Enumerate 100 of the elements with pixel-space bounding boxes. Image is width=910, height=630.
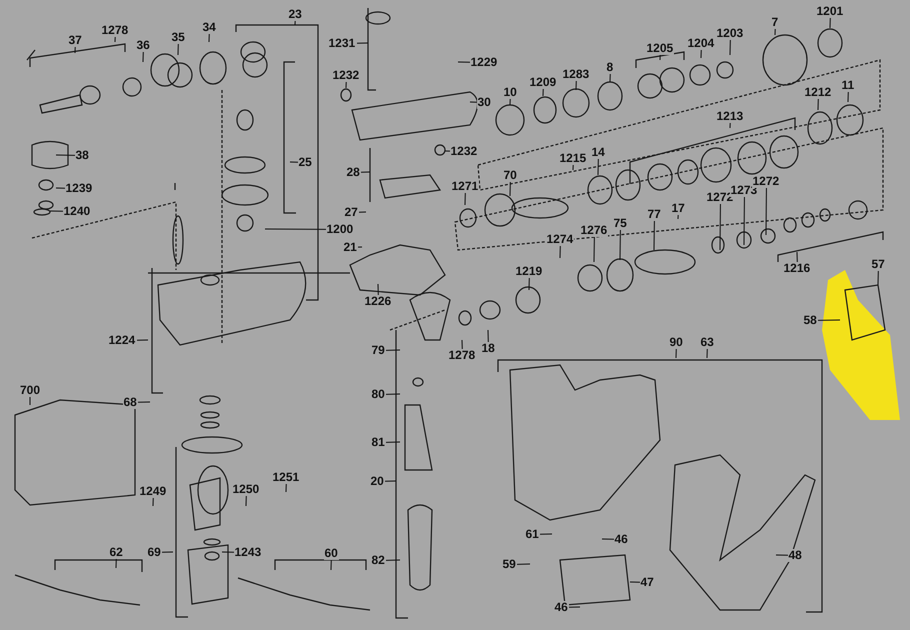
callout-number: 1251 [272, 470, 300, 484]
callout-number: 1250 [232, 482, 260, 496]
callout-number: 75 [612, 216, 628, 230]
leader-line [744, 196, 745, 246]
leader-line [458, 62, 470, 63]
leader-line [294, 20, 296, 26]
callout-number: 1239 [64, 182, 94, 194]
callout-number: 1209 [528, 76, 558, 88]
leader-line [246, 496, 247, 506]
leader-line [620, 230, 621, 260]
callout-number: 46 [614, 532, 629, 546]
callout-number: 34 [202, 20, 217, 34]
leader-line [510, 98, 511, 106]
callout-number: 35 [170, 30, 186, 44]
callout-number: 61 [524, 528, 540, 540]
callout-number: 7 [770, 16, 780, 28]
leader-line [776, 554, 788, 556]
callout-number: 1212 [804, 86, 832, 98]
leader-line [720, 204, 721, 250]
leader-line [510, 182, 511, 196]
leader-line [346, 82, 347, 88]
leader-line [560, 246, 561, 258]
callout-number: 10 [502, 86, 518, 98]
callout-number: 1271 [450, 180, 480, 192]
callout-number: 20 [370, 474, 385, 488]
callout-number: 59 [502, 558, 517, 570]
leader-line [630, 582, 640, 583]
callout-number: 1283 [562, 68, 590, 80]
callout-number: 11 [840, 78, 856, 92]
leader-line [330, 560, 332, 570]
callout-number: 36 [136, 38, 151, 52]
callout-number: 90 [668, 336, 684, 348]
leader-line [818, 98, 819, 110]
leader-line [462, 340, 463, 350]
leader-line [576, 80, 577, 90]
callout-number: 80 [370, 388, 386, 400]
leader-line [848, 92, 849, 102]
callout-number: 82 [370, 554, 386, 566]
leader-line [178, 44, 179, 56]
callout-number: 27 [344, 206, 359, 218]
leader-line [676, 348, 677, 358]
callout-number: 60 [324, 546, 339, 560]
callout-number: 1205 [646, 42, 674, 54]
callout-number: 17 [670, 202, 686, 214]
leader-line [378, 284, 379, 296]
callout-number: 1231 [328, 36, 356, 50]
leader-line [818, 320, 840, 321]
leader-line [386, 442, 400, 443]
leader-line [264, 228, 326, 230]
leader-line [138, 402, 150, 403]
callout-number: 21 [342, 240, 358, 254]
leader-line [74, 46, 76, 54]
callout-number: 1213 [716, 110, 744, 122]
leader-line [488, 330, 489, 342]
leader-line [208, 34, 210, 42]
callout-number: 38 [74, 148, 90, 162]
leader-line [444, 150, 450, 152]
callout-number: 18 [480, 342, 496, 354]
callout-number: 57 [870, 258, 886, 270]
callout-number: 1200 [326, 222, 354, 236]
leader-line [572, 164, 574, 170]
callout-number: 1201 [816, 4, 844, 18]
callout-number: 1232 [450, 144, 478, 158]
callout-number: 1272 [752, 174, 780, 188]
callout-number: 1240 [62, 204, 92, 218]
callout-number: 1226 [364, 294, 392, 308]
leader-line [830, 18, 831, 28]
leader-line [136, 340, 148, 341]
leader-line [774, 28, 776, 36]
leader-line [142, 52, 144, 62]
callout-number: 37 [68, 34, 83, 46]
leader-line [386, 394, 400, 395]
callout-number: 1232 [332, 68, 360, 82]
leader-line [660, 54, 661, 60]
leader-line [540, 534, 552, 535]
callout-number: 1278 [448, 348, 476, 362]
leader-line [290, 162, 298, 163]
callout-number: 81 [370, 436, 386, 448]
leader-line [516, 564, 530, 565]
callout-number: 70 [502, 168, 518, 182]
callout-number: 48 [788, 548, 803, 562]
callout-number: 1219 [514, 264, 544, 278]
callout-number: 63 [700, 336, 715, 348]
callout-number: 46 [554, 600, 569, 614]
leader-line [222, 552, 234, 553]
leader-line [162, 552, 174, 553]
leader-line [356, 42, 368, 44]
leader-line [796, 252, 798, 262]
callout-number: 30 [476, 96, 492, 108]
callout-number: 62 [108, 546, 124, 558]
callout-number: 700 [19, 384, 42, 396]
leader-line [878, 270, 879, 286]
leader-line [360, 172, 370, 173]
leader-line [56, 188, 66, 189]
leader-line [598, 158, 599, 176]
callout-number: 23 [288, 8, 303, 20]
callout-number: 1243 [234, 546, 262, 558]
leader-line [384, 480, 396, 482]
leader-line [386, 560, 400, 561]
leader-line [730, 122, 731, 128]
